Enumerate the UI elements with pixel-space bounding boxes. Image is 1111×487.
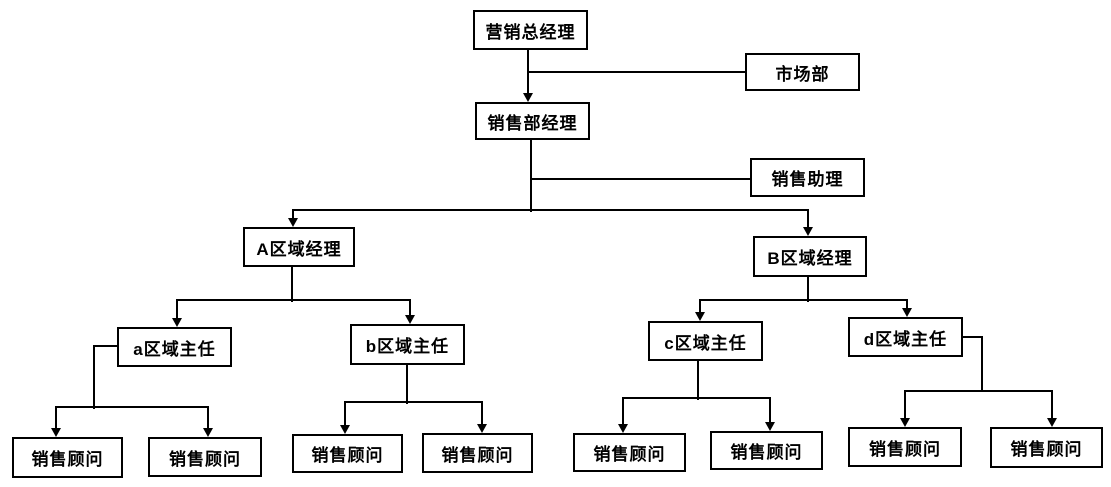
connector-drop-consultant-4 <box>481 401 483 425</box>
connector-drop-consultant-5 <box>622 397 624 425</box>
connector-drop-consultant-2 <box>207 406 209 429</box>
arrowhead-into-district-a <box>172 318 182 327</box>
node-sales-dept-manager: 销售部经理 <box>475 102 590 140</box>
arrowhead-into-consultant-5 <box>618 424 628 433</box>
node-district-c-director: c区域主任 <box>648 321 763 361</box>
connector-district-c-down <box>697 361 699 400</box>
connector-district-c-branch <box>622 397 771 399</box>
arrowhead-into-district-d <box>902 308 912 317</box>
connector-sales-manager-down <box>530 140 532 212</box>
node-sales-consultant-8: 销售顾问 <box>990 427 1103 468</box>
node-sales-assistant: 销售助理 <box>750 158 865 197</box>
node-sales-consultant-5: 销售顾问 <box>573 433 686 472</box>
node-marketing-dept: 市场部 <box>745 53 860 91</box>
connector-gm-to-marketing <box>528 71 745 73</box>
connector-region-b-down <box>807 277 809 302</box>
connector-district-b-branch <box>344 401 483 403</box>
connector-drop-consultant-1 <box>55 406 57 429</box>
node-district-a-director: a区域主任 <box>117 327 232 367</box>
connector-drop-district-d <box>906 299 908 309</box>
arrowhead-into-consultant-3 <box>340 425 350 434</box>
connector-drop-district-b <box>409 299 411 316</box>
connector-drop-consultant-7 <box>904 390 906 419</box>
node-district-b-director: b区域主任 <box>350 324 465 365</box>
node-sales-consultant-2: 销售顾问 <box>148 437 262 477</box>
arrowhead-into-district-c <box>695 312 705 321</box>
connector-district-a-side <box>93 345 119 347</box>
connector-region-a-down <box>291 267 293 302</box>
node-sales-consultant-7: 销售顾问 <box>848 427 962 467</box>
node-region-b-manager: B区域经理 <box>753 236 867 277</box>
connector-region-a-branch <box>176 299 411 301</box>
connector-drop-district-a <box>176 299 178 319</box>
connector-district-d-side <box>961 336 983 338</box>
arrowhead-into-sales-dept-manager <box>523 93 533 102</box>
connector-main-branch <box>292 209 809 211</box>
arrowhead-into-consultant-6 <box>765 422 775 431</box>
connector-region-b-branch <box>699 299 908 301</box>
node-sales-consultant-4: 销售顾问 <box>422 433 533 473</box>
arrowhead-into-district-b <box>405 315 415 324</box>
arrowhead-into-consultant-8 <box>1047 418 1057 427</box>
node-sales-consultant-3: 销售顾问 <box>292 434 403 473</box>
node-sales-consultant-1: 销售顾问 <box>12 437 123 478</box>
connector-drop-consultant-3 <box>344 401 346 426</box>
connector-district-b-down <box>406 365 408 404</box>
arrowhead-into-consultant-7 <box>900 418 910 427</box>
arrowhead-into-consultant-1 <box>51 428 61 437</box>
arrowhead-into-region-b <box>803 227 813 236</box>
connector-district-d-down <box>981 336 983 392</box>
arrowhead-into-consultant-2 <box>203 428 213 437</box>
connector-drop-region-b <box>807 209 809 228</box>
node-region-a-manager: A区域经理 <box>243 227 355 267</box>
connector-to-sales-assistant <box>531 178 750 180</box>
connector-district-a-down <box>93 345 95 409</box>
arrowhead-into-consultant-4 <box>477 424 487 433</box>
connector-drop-district-c <box>699 299 701 313</box>
connector-drop-consultant-8 <box>1051 390 1053 419</box>
node-sales-consultant-6: 销售顾问 <box>710 431 823 470</box>
connector-district-d-branch <box>904 390 1053 392</box>
node-marketing-general-manager: 营销总经理 <box>473 10 588 50</box>
arrowhead-into-region-a <box>288 218 298 227</box>
connector-drop-consultant-6 <box>769 397 771 423</box>
node-district-d-director: d区域主任 <box>848 317 963 357</box>
connector-drop-region-a <box>292 209 294 219</box>
connector-district-a-branch <box>55 406 209 408</box>
